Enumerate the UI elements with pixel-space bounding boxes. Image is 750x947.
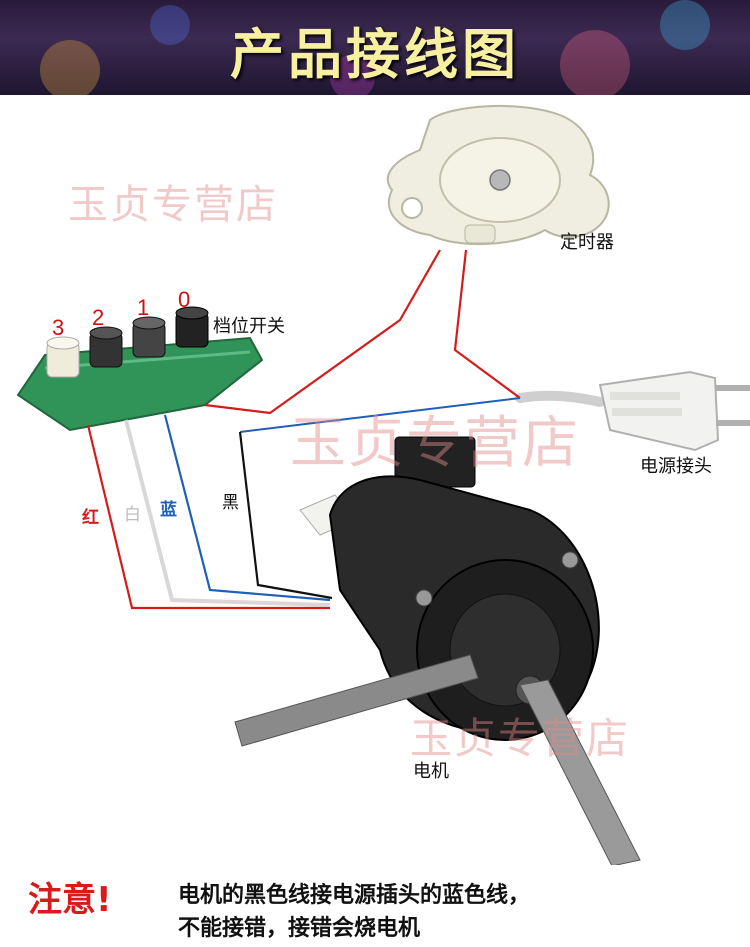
- page-title: 产品接线图: [230, 23, 520, 86]
- wire-red: [86, 424, 330, 610]
- title-banner: 产品接线图: [0, 0, 750, 95]
- watermark-text: 玉贞专营店: [410, 714, 631, 763]
- watermark-text: 玉贞专营店: [290, 411, 580, 476]
- switch-position-3: 3: [52, 315, 65, 340]
- motor-front-shaft: [519, 679, 641, 865]
- timer-unit: [386, 104, 610, 246]
- switch-button-2: [89, 326, 123, 368]
- wire-label-white: 白: [124, 505, 141, 525]
- bokeh-light: [330, 55, 375, 95]
- wiring-diagram: [16, 104, 750, 865]
- wire-white: [124, 419, 331, 607]
- switch-position-1: 1: [137, 295, 150, 320]
- switch-button-0: [175, 306, 209, 348]
- wire-label-red: 红: [82, 508, 99, 528]
- wire-red-timer-to-plug: [453, 249, 521, 399]
- warning-line-2: 不能接错，接错会烧电机: [178, 916, 421, 941]
- wire-label-black: 黑: [222, 493, 239, 513]
- wire-label-blue: 蓝: [160, 500, 177, 520]
- switch-label: 档位开关: [213, 316, 285, 337]
- switch-position-0: 0: [178, 287, 191, 312]
- bokeh-light: [660, 0, 710, 50]
- switch-button-1: [132, 316, 166, 358]
- speed-switch: [16, 306, 264, 432]
- warning-line-1: 电机的黑色线接电源插头的蓝色线，: [178, 883, 531, 908]
- bokeh-light: [150, 5, 190, 45]
- motor-label: 电机: [413, 761, 449, 782]
- bokeh-light: [560, 30, 630, 95]
- wire-red-to-timer: [204, 249, 441, 415]
- motor-rear-shaft: [234, 654, 479, 747]
- wire-black: [238, 431, 333, 600]
- motor-unit: [234, 436, 641, 865]
- plug-label: 电源接头: [640, 456, 712, 477]
- power-plug: [515, 370, 750, 452]
- watermark-text: 玉贞专营店: [68, 182, 278, 228]
- switch-button-3: [46, 336, 80, 378]
- bokeh-light: [40, 40, 100, 95]
- timer-label: 定时器: [560, 232, 614, 253]
- wire-blue: [163, 397, 521, 602]
- switch-position-2: 2: [92, 305, 105, 330]
- warning-label: 注意!: [28, 880, 112, 920]
